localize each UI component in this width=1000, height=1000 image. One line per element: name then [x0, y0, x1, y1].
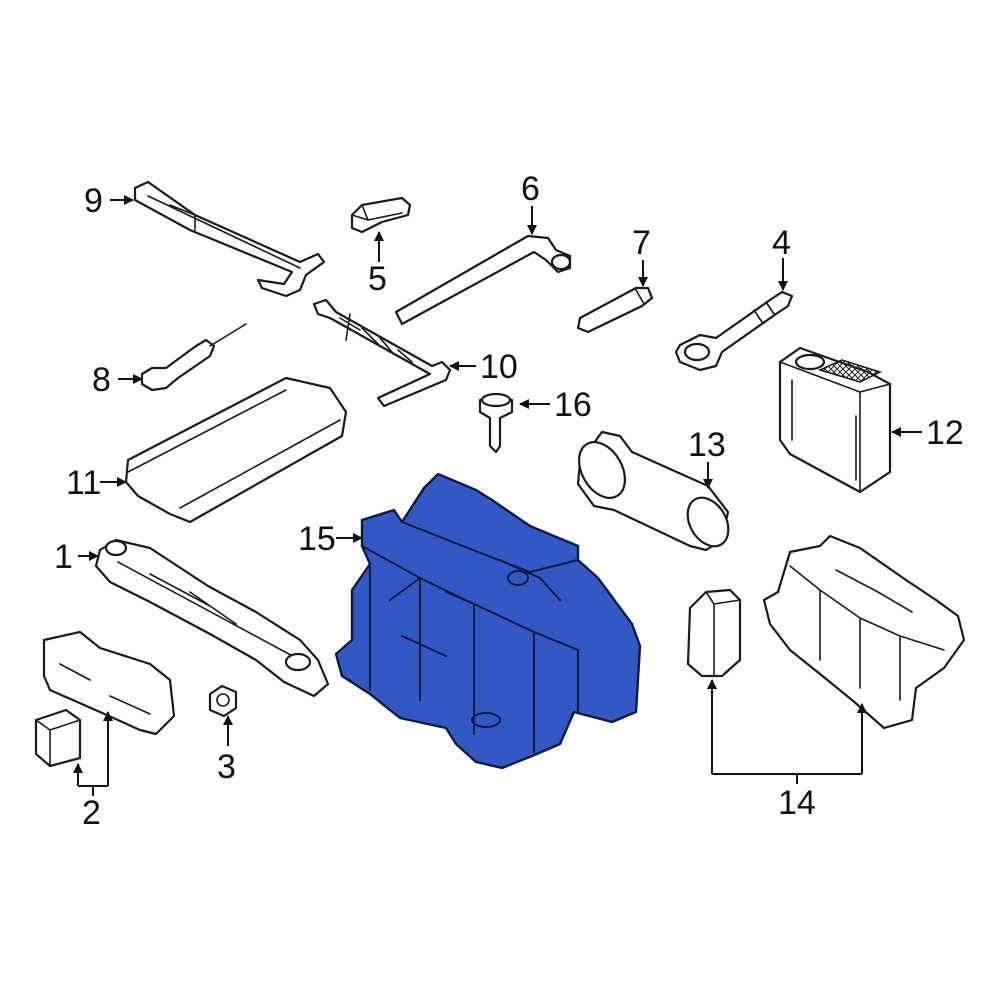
part-9-tow-rod[interactable]	[133, 180, 326, 298]
callout-14: 14	[778, 784, 816, 822]
part-13-sealant-bottle[interactable]	[570, 430, 737, 554]
callout-5: 5	[368, 260, 387, 298]
callout-8: 8	[92, 361, 111, 399]
callout-7: 7	[632, 224, 651, 262]
part-12-compressor[interactable]	[778, 346, 892, 494]
callout-1: 1	[54, 538, 73, 576]
part-6-lug-wrench[interactable]	[394, 234, 572, 326]
callout-leaders	[73, 195, 922, 796]
callout-15: 15	[298, 520, 336, 558]
part-2-jack-bracket[interactable]	[34, 630, 176, 768]
part-4-tow-eye[interactable]	[674, 290, 794, 372]
callout-4: 4	[772, 224, 791, 262]
callout-10: 10	[480, 348, 518, 386]
callout-11: 11	[66, 464, 101, 502]
part-14-foam-insert[interactable]	[762, 534, 966, 730]
callout-2: 2	[82, 794, 101, 832]
part-11-tool-case[interactable]	[124, 376, 348, 524]
part-16-bolt[interactable]	[478, 392, 514, 454]
part-3-nut[interactable]	[208, 684, 238, 718]
part-14-foam-block[interactable]	[686, 588, 742, 678]
callout-13: 13	[688, 426, 726, 464]
callout-9: 9	[84, 182, 103, 220]
callout-3: 3	[217, 748, 236, 786]
part-7-pin[interactable]	[576, 286, 654, 334]
part-10-jack-handle[interactable]	[312, 298, 452, 408]
part-15-foam-tray[interactable]	[334, 472, 642, 770]
part-1-jack[interactable]	[94, 538, 330, 698]
part-5-clip[interactable]	[350, 196, 412, 234]
callout-16: 16	[554, 386, 592, 424]
part-8-screwdriver[interactable]	[140, 323, 247, 392]
callout-6: 6	[521, 170, 540, 208]
callout-12: 12	[926, 414, 964, 452]
